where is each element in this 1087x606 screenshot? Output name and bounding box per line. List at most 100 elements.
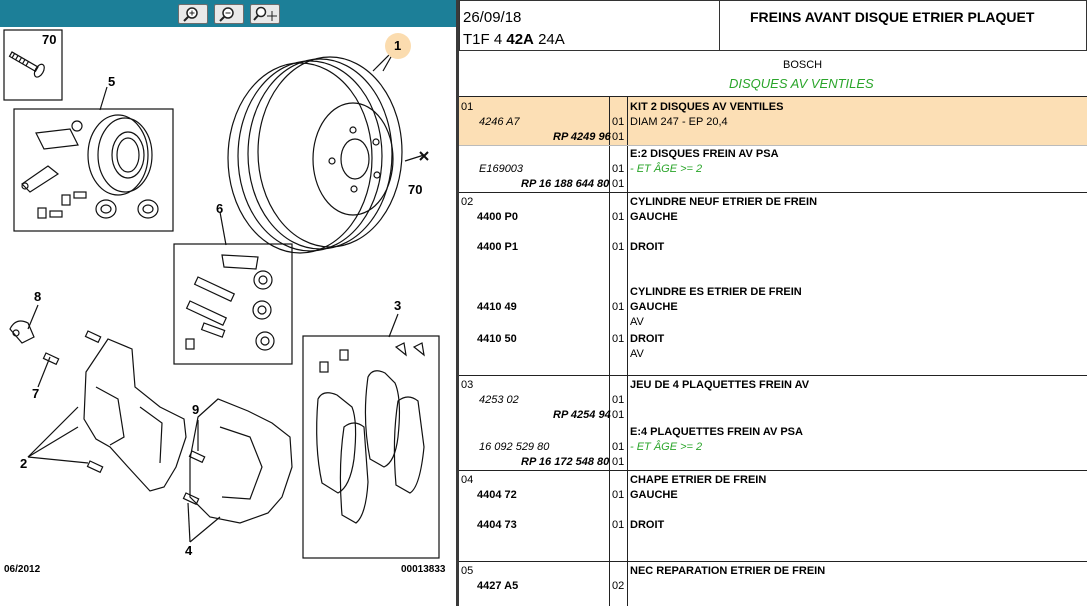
part-desc: CHAPE ETRIER DE FREIN (630, 474, 767, 486)
qty: 01 (612, 301, 625, 313)
ref-number[interactable]: 4410 50 (477, 333, 517, 345)
callout-3[interactable]: 3 (394, 298, 402, 313)
row-sep (459, 145, 1087, 146)
qty: 01 (612, 409, 625, 421)
header-date: 26/09/18 (463, 9, 522, 26)
brake-pad-kit-box (302, 335, 440, 559)
zoom-out-button[interactable] (214, 4, 244, 24)
qty: 01 (612, 163, 625, 175)
zoom-fit-button[interactable] (250, 4, 280, 24)
side-label: GAUCHE (630, 211, 678, 223)
diagram-footer-date: 06/2012 (4, 564, 41, 575)
zoom-fit-icon (253, 6, 277, 21)
exploded-brake-diagram (3, 29, 440, 559)
row-index: 03 (461, 379, 474, 391)
rp-number[interactable]: RP 16 188 644 80 (521, 178, 610, 190)
parts-list-panel: 26/09/18 T1F 4 42A 24A FREINS AVANT DISQ… (459, 0, 1087, 606)
brake-pad-2 (339, 422, 369, 524)
row-sep (459, 375, 1087, 376)
ref-number[interactable]: 4404 72 (477, 489, 517, 501)
rp-number[interactable]: RP 4254 94 (553, 409, 611, 421)
rp-number[interactable]: RP 4249 96 (553, 131, 611, 143)
brake-caliper (189, 398, 293, 524)
ref-number[interactable]: 4427 A5 (477, 580, 519, 592)
ref-number[interactable]: 4246 A7 (479, 116, 520, 128)
row-sep (459, 96, 1087, 97)
ref-number[interactable]: 4253 02 (479, 394, 519, 406)
callout-8[interactable]: 8 (34, 289, 42, 304)
part-detail: DIAM 247 - EP 20,4 (630, 116, 728, 128)
qty: 01 (612, 456, 625, 468)
ref-number[interactable]: 4400 P1 (477, 241, 518, 253)
side-label: GAUCHE (630, 301, 678, 313)
callout-4[interactable]: 4 (185, 543, 193, 558)
zoom-in-button[interactable] (178, 4, 208, 24)
qty: 01 (612, 131, 625, 143)
qty: 01 (612, 116, 625, 128)
part-desc: NEC REPARATION ETRIER DE FREIN (630, 565, 826, 577)
grid-col-1 (609, 97, 610, 606)
row-index: 01 (461, 101, 474, 113)
brake-pad-1 (316, 392, 357, 494)
panel-divider[interactable] (456, 0, 459, 606)
callout-2[interactable]: 2 (20, 456, 28, 471)
qty: 01 (612, 333, 625, 345)
qty: 01 (612, 211, 625, 223)
part-desc: CYLINDRE ES ETRIER DE FREIN (630, 286, 802, 298)
qty: 01 (612, 394, 625, 406)
row-index: 05 (461, 565, 474, 577)
qty: 01 (612, 489, 625, 501)
part-desc: E:2 DISQUES FREIN AV PSA (630, 148, 779, 160)
qty: 01 (612, 178, 625, 190)
header-title-box (719, 0, 1087, 51)
section-subtitle: DISQUES AV VENTILES (729, 76, 874, 91)
side-label: DROIT (630, 333, 665, 345)
ref-number[interactable]: 4410 49 (477, 301, 517, 313)
callout-1[interactable]: 1 (394, 38, 402, 53)
row-index: 02 (461, 196, 474, 208)
header-vehicle-code: T1F 4 42A 24A (463, 31, 565, 48)
part-condition: - ET ÂGE >= 2 (630, 441, 703, 453)
part-desc: CYLINDRE NEUF ETRIER DE FREIN (630, 196, 818, 208)
side-label: GAUCHE (630, 489, 678, 501)
part-desc: KIT 2 DISQUES AV VENTILES (630, 101, 784, 113)
screw-70 (8, 51, 45, 78)
row-sep (459, 470, 1087, 471)
part-desc: E:4 PLAQUETTES FREIN AV PSA (630, 426, 803, 438)
callout-7[interactable]: 7 (32, 386, 40, 401)
side-label: DROIT (630, 241, 665, 253)
zoom-out-icon (219, 7, 234, 22)
row-sep (459, 192, 1087, 193)
brake-pad-4 (393, 396, 425, 494)
callout-70-right[interactable]: 70 (408, 182, 423, 197)
qty: 01 (612, 441, 625, 453)
side-label: DROIT (630, 519, 665, 531)
ref-number[interactable]: 4400 P0 (477, 211, 518, 223)
position-label: AV (630, 348, 644, 360)
part-condition: - ET ÂGE >= 2 (630, 163, 703, 175)
ref-number[interactable]: 4404 73 (477, 519, 517, 531)
row-01-highlight (459, 97, 1087, 145)
qty: 01 (612, 519, 625, 531)
row-sep (459, 561, 1087, 562)
qty: 02 (612, 580, 625, 592)
callout-6[interactable]: 6 (216, 201, 224, 216)
callout-70-top[interactable]: 70 (42, 32, 57, 47)
guide-pin-kit-box (173, 243, 293, 365)
ref-number[interactable]: 16 092 529 80 (479, 441, 550, 453)
grid-col-2 (627, 97, 628, 606)
diagram-toolbar (0, 0, 456, 27)
callout-9[interactable]: 9 (192, 402, 200, 417)
callout-5[interactable]: 5 (108, 74, 116, 89)
brake-disc (227, 56, 403, 254)
row-index: 04 (461, 474, 474, 486)
brake-pad-3 (364, 370, 401, 468)
ref-number[interactable]: E169003 (479, 163, 524, 175)
bearing-kit-box (13, 108, 174, 232)
position-label: AV (630, 316, 644, 328)
callout-1-highlight (385, 33, 411, 59)
brand-label: BOSCH (783, 59, 823, 71)
qty: 01 (612, 241, 625, 253)
rp-number[interactable]: RP 16 172 548 80 (521, 456, 610, 468)
page-title: FREINS AVANT DISQUE ETRIER PLAQUET (750, 9, 1035, 25)
